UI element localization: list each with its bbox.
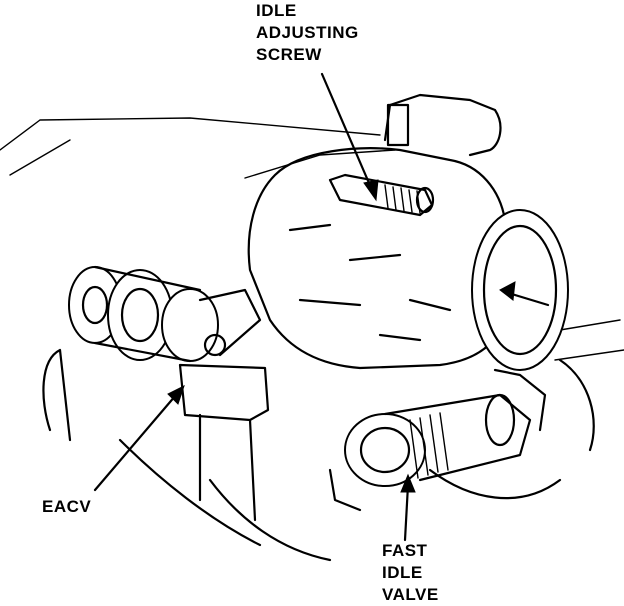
eacv-arrowhead <box>167 385 185 405</box>
fast-idle-leader <box>403 483 410 542</box>
sensor-block <box>386 103 410 147</box>
label-line: ADJUSTING <box>256 23 359 42</box>
manifold-runner <box>42 348 332 562</box>
upper-boss <box>383 93 502 157</box>
fast-idle-valve-label: FAST IDLE VALVE <box>382 540 439 606</box>
fast-idle-valve-part <box>344 368 547 487</box>
intake-outline <box>244 149 624 361</box>
eacv-leader <box>93 393 178 492</box>
label-line: EACV <box>42 497 92 516</box>
bore-inner <box>482 224 558 356</box>
flow-arrows <box>288 223 452 342</box>
idle-screw-arrowhead <box>363 179 379 202</box>
idle-adjusting-screw-label: IDLE ADJUSTING SCREW <box>256 0 359 66</box>
idle-adjusting-screw-part <box>328 173 435 217</box>
lower-hoses <box>328 358 595 512</box>
label-line: SCREW <box>256 45 322 64</box>
bore-arrowhead <box>499 281 516 301</box>
fast-idle-arrowhead <box>400 473 416 493</box>
label-line: IDLE <box>256 1 297 20</box>
label-line: IDLE <box>382 563 423 582</box>
engine-outline <box>0 117 381 176</box>
label-line: FAST <box>382 541 428 560</box>
eacv-part <box>68 265 262 363</box>
eacv-mount <box>178 363 270 522</box>
eacv-label: EACV <box>42 496 91 518</box>
label-line: VALVE <box>382 585 439 604</box>
idle-screw-leader <box>320 72 374 192</box>
throttle-bore <box>471 209 569 371</box>
